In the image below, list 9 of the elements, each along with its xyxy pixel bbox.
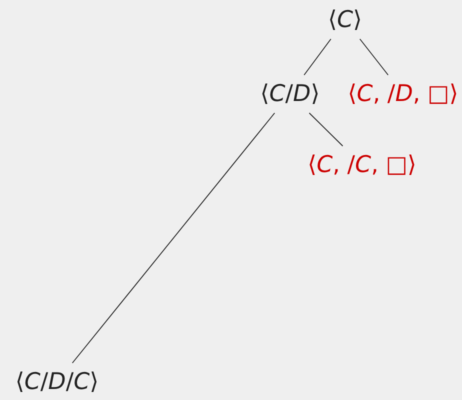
tree-node-label: ⟨C, /D, □⟩ xyxy=(344,75,462,113)
tree-branch-line xyxy=(304,38,332,76)
tree-node-label: ⟨C, /C, □⟩ xyxy=(304,146,420,184)
tree-branch-line xyxy=(308,112,344,146)
tree-node-label: ⟨C/D⟩ xyxy=(256,75,324,113)
tree-node-label: ⟨C⟩ xyxy=(324,1,366,39)
tree-node-label: ⟨C/D/C⟩ xyxy=(11,363,103,400)
tree-branch-line xyxy=(359,38,389,76)
tree-branch-line xyxy=(72,112,276,364)
